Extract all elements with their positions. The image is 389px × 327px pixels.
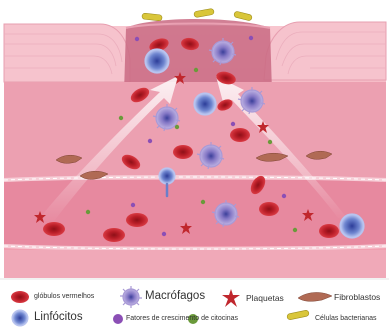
cytokine xyxy=(162,232,166,236)
legend-platelet-icon xyxy=(222,289,240,307)
rbc xyxy=(126,213,148,227)
cytokine xyxy=(293,228,297,232)
cytokine xyxy=(231,122,235,126)
cytokine xyxy=(135,37,139,41)
lymphocyte xyxy=(194,93,216,115)
legend-macrophage-icon xyxy=(120,286,142,308)
tissue-bottom xyxy=(4,250,386,278)
legend-label-bacterial-cells: Células bacterianas xyxy=(315,315,376,322)
rbc xyxy=(259,202,279,216)
epidermis-left xyxy=(4,24,130,82)
legend-lymphocyte-icon xyxy=(12,310,28,326)
legend-bacteria-icon xyxy=(287,310,310,320)
cytokine xyxy=(249,36,253,40)
cytokine xyxy=(201,200,205,204)
legend-label-platelets: Plaquetas xyxy=(246,294,284,303)
cytokine xyxy=(268,140,272,144)
lymphocyte xyxy=(145,49,169,73)
cytokine xyxy=(131,203,135,207)
legend-label-red-blood-cells: glóbulos vermelhos xyxy=(34,293,94,300)
legend-label-macrophages: Macrófagos xyxy=(145,291,205,303)
cytokine xyxy=(148,139,152,143)
cytokine xyxy=(119,116,123,120)
rbc xyxy=(103,228,125,242)
cytokine xyxy=(194,68,198,72)
epidermis-right xyxy=(264,22,386,80)
legend-label-fibroblasts: Fibroblastos xyxy=(334,293,380,302)
cytokine xyxy=(175,125,179,129)
cytokine xyxy=(86,210,90,214)
blood-vessel xyxy=(4,177,386,249)
rbc xyxy=(173,145,193,159)
legend-label-cytokine-growth-factors: Fatores de crescimento de citocinas xyxy=(126,315,238,322)
legend-label-lymphocytes: Linfócitos xyxy=(34,312,83,324)
cytokine xyxy=(282,194,286,198)
lymphocyte xyxy=(340,214,364,238)
rbc xyxy=(43,222,65,236)
legend-fibroblast-icon xyxy=(298,292,332,301)
dermis-band xyxy=(4,82,386,178)
legend-rbc-icon xyxy=(11,291,29,303)
rbc xyxy=(230,128,250,142)
rbc xyxy=(319,224,339,238)
